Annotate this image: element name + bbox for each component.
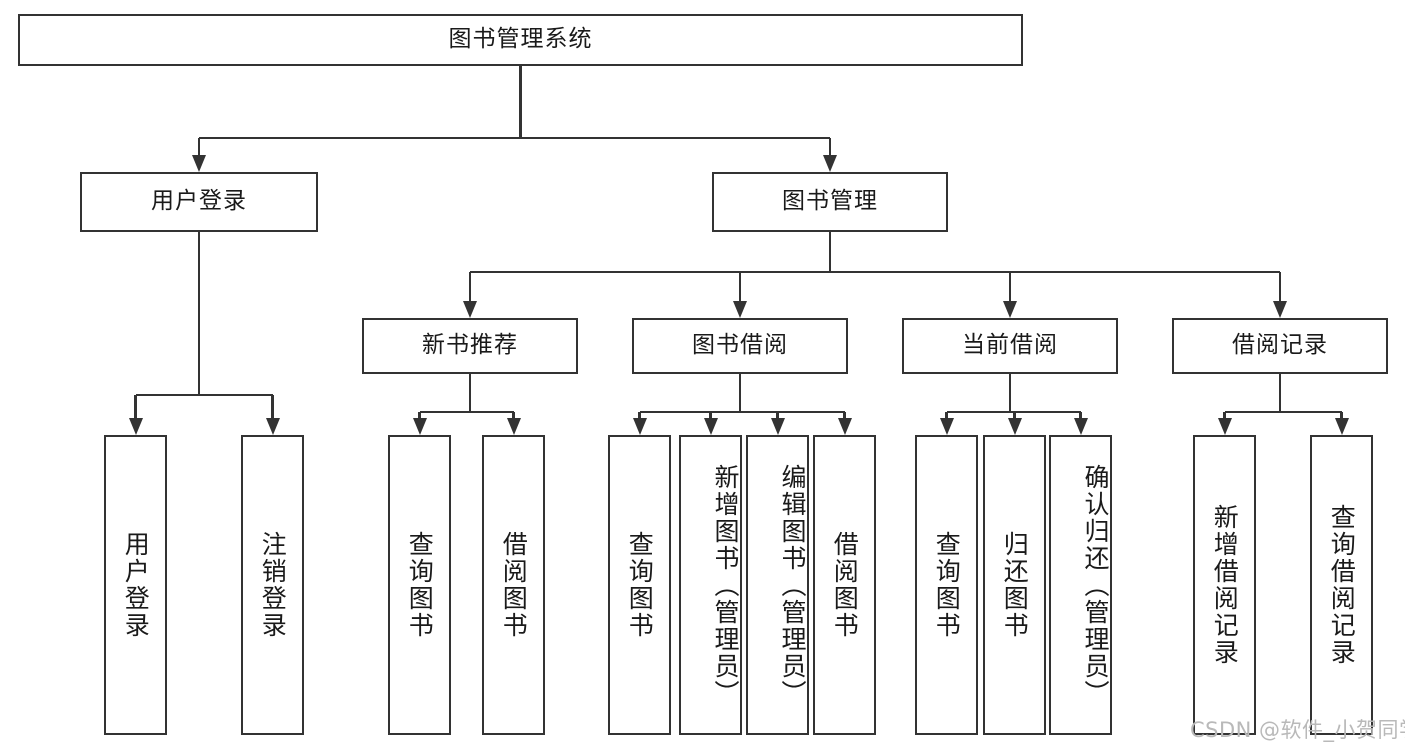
- node-leaf-add-book[interactable]: 新增图书（管理员）: [679, 435, 742, 735]
- connector-book-borrow-stem: [738, 374, 742, 412]
- connector-to-leaf-query-book-1: [418, 412, 421, 418]
- node-label: 查询借阅记录: [1327, 504, 1357, 666]
- node-label: 用户登录: [151, 188, 247, 215]
- node-leaf-add-borrow-record[interactable]: 新增借阅记录: [1193, 435, 1256, 735]
- connector-to-current-borrow: [1008, 272, 1012, 301]
- node-book-borrow[interactable]: 图书借阅: [632, 318, 848, 374]
- connector-user-login-stem: [197, 232, 201, 395]
- connector-to-new-book-recommend: [468, 272, 472, 301]
- node-label: 借阅记录: [1232, 332, 1328, 359]
- connector-book-borrow-bus: [639, 410, 845, 414]
- node-label: 查询图书: [625, 531, 655, 639]
- node-label: 查询图书: [932, 531, 962, 639]
- node-label: 新书推荐: [422, 332, 518, 359]
- arrowhead-icon: [939, 418, 954, 435]
- node-leaf-query-book-3[interactable]: 查询图书: [915, 435, 978, 735]
- connector-borrow-record-stem: [1278, 374, 1282, 412]
- connector-to-borrow-record: [1278, 272, 1282, 301]
- node-label: 图书借阅: [692, 332, 788, 359]
- connector-to-leaf-borrow-book-2: [843, 412, 846, 418]
- node-leaf-confirm-return[interactable]: 确认归还（管理员）: [1049, 435, 1112, 735]
- node-label: 确认归还（管理员）: [1081, 463, 1110, 707]
- node-new-book-recommend[interactable]: 新书推荐: [362, 318, 578, 374]
- arrowhead-icon: [703, 418, 718, 435]
- arrowhead-icon: [1003, 301, 1017, 318]
- connector-book-management-stem: [828, 232, 832, 272]
- connector-root-to-user-login: [197, 138, 201, 155]
- connector-current-borrow-stem: [1008, 374, 1012, 412]
- connector-to-leaf-query-book-3: [945, 412, 948, 418]
- node-leaf-query-book-1[interactable]: 查询图书: [388, 435, 451, 735]
- node-user-login[interactable]: 用户登录: [80, 172, 318, 232]
- connector-root-bus: [199, 136, 830, 140]
- node-leaf-return-book[interactable]: 归还图书: [983, 435, 1046, 735]
- node-label: 注销登录: [258, 531, 288, 639]
- connector-to-leaf-borrow-book-1: [512, 412, 515, 418]
- node-label: 当前借阅: [962, 332, 1058, 359]
- connector-to-leaf-return-book: [1013, 412, 1016, 418]
- connector-new-book-recommend-bus: [419, 410, 514, 414]
- node-current-borrow[interactable]: 当前借阅: [902, 318, 1118, 374]
- node-leaf-borrow-book-1[interactable]: 借阅图书: [482, 435, 545, 735]
- node-leaf-query-borrow-record[interactable]: 查询借阅记录: [1310, 435, 1373, 735]
- node-root[interactable]: 图书管理系统: [18, 14, 1023, 66]
- connector-to-leaf-add-book: [709, 412, 712, 418]
- connector-root-stem: [519, 66, 522, 138]
- arrowhead-icon: [192, 155, 206, 172]
- node-label: 新增借阅记录: [1210, 504, 1240, 666]
- node-leaf-query-book-2[interactable]: 查询图书: [608, 435, 671, 735]
- arrowhead-icon: [1273, 301, 1287, 318]
- connector-to-leaf-query-book-2: [638, 412, 641, 418]
- arrowhead-icon: [412, 418, 427, 435]
- connector-to-book-borrow: [738, 272, 742, 301]
- node-label: 图书管理系统: [448, 26, 593, 53]
- node-label: 用户登录: [121, 531, 151, 639]
- node-label: 编辑图书（管理员）: [778, 463, 807, 707]
- node-label: 查询图书: [405, 531, 435, 639]
- arrowhead-icon: [128, 418, 143, 435]
- node-book-management[interactable]: 图书管理: [712, 172, 948, 232]
- connector-to-leaf-user-login: [134, 395, 137, 418]
- connector-to-leaf-add-borrow-record: [1223, 412, 1226, 418]
- connector-new-book-recommend-stem: [468, 374, 472, 412]
- node-label: 归还图书: [1000, 531, 1030, 639]
- arrowhead-icon: [632, 418, 647, 435]
- node-leaf-borrow-book-2[interactable]: 借阅图书: [813, 435, 876, 735]
- watermark: CSDN @软件_小贺同学: [1190, 718, 1405, 742]
- node-label: 借阅图书: [499, 531, 529, 639]
- arrowhead-icon: [463, 301, 477, 318]
- arrowhead-icon: [1217, 418, 1232, 435]
- arrowhead-icon: [506, 418, 521, 435]
- connector-to-leaf-logout: [271, 395, 274, 418]
- connector-to-leaf-edit-book: [776, 412, 779, 418]
- node-leaf-logout[interactable]: 注销登录: [241, 435, 304, 735]
- connector-to-leaf-query-borrow-record: [1340, 412, 1343, 418]
- node-borrow-record[interactable]: 借阅记录: [1172, 318, 1388, 374]
- arrowhead-icon: [823, 155, 837, 172]
- connector-root-to-book-management: [828, 138, 832, 155]
- arrowhead-icon: [770, 418, 785, 435]
- arrowhead-icon: [1007, 418, 1022, 435]
- arrowhead-icon: [1073, 418, 1088, 435]
- connector-book-management-bus: [470, 270, 1280, 274]
- connector-user-login-bus: [135, 393, 273, 397]
- arrowhead-icon: [1334, 418, 1349, 435]
- node-leaf-user-login[interactable]: 用户登录: [104, 435, 167, 735]
- connector-to-leaf-confirm-return: [1079, 412, 1082, 418]
- node-label: 新增图书（管理员）: [711, 463, 740, 707]
- node-label: 借阅图书: [830, 531, 860, 639]
- connector-borrow-record-bus: [1224, 410, 1342, 414]
- node-label: 图书管理: [782, 188, 878, 215]
- node-leaf-edit-book[interactable]: 编辑图书（管理员）: [746, 435, 809, 735]
- arrowhead-icon: [733, 301, 747, 318]
- arrowhead-icon: [265, 418, 280, 435]
- arrowhead-icon: [837, 418, 852, 435]
